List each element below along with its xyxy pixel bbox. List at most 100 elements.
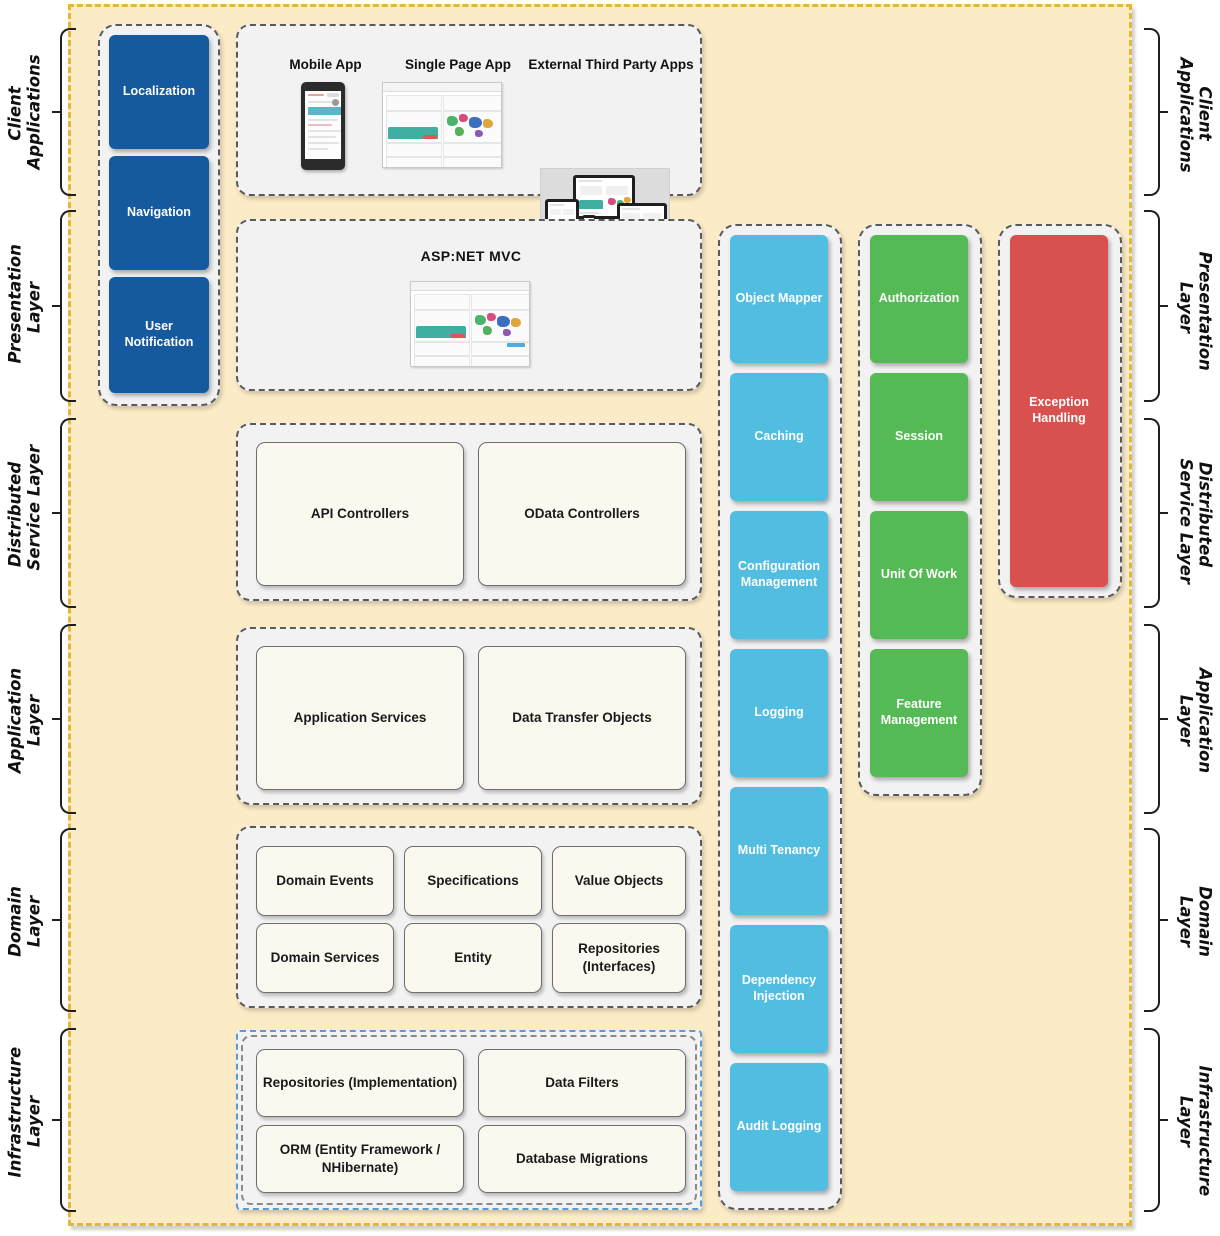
box-data-filters[interactable]: Data Filters — [478, 1049, 686, 1117]
cross-cutting-audit-logging[interactable]: Audit Logging — [730, 1063, 828, 1191]
label-line-2: Layer — [25, 281, 44, 334]
label-line-1: Domain — [1195, 886, 1215, 957]
box-entity[interactable]: Entity — [404, 923, 542, 993]
bracket-right-distributed-service-layer — [1144, 418, 1160, 608]
dashboard-topbar — [383, 83, 501, 92]
label-line-2: Layer — [1176, 895, 1195, 948]
cross-cutting-dependency-injection[interactable]: Dependency Injection — [730, 925, 828, 1053]
box-value-objects[interactable]: Value Objects — [552, 846, 686, 916]
box-label: Repositories (Interfaces) — [578, 941, 660, 974]
cross-cutting-unit-of-work[interactable]: Unit Of Work — [870, 511, 968, 639]
cross-cutting-caching[interactable]: Caching — [730, 373, 828, 501]
box-database-migrations[interactable]: Database Migrations — [478, 1125, 686, 1193]
box-data-transfer-objects[interactable]: Data Transfer Objects — [478, 646, 686, 790]
bracket-left-client-applications — [60, 28, 76, 196]
cross-cutting-object-mapper[interactable]: Object Mapper — [730, 235, 828, 363]
aspnet-mvc-title: ASP:NET MVC — [420, 248, 522, 264]
layer-label-right-client-applications: Client Applications — [1176, 57, 1215, 173]
card-label: Authorization — [878, 291, 960, 306]
box-label: API Controllers — [310, 506, 410, 522]
cross-cutting-cyan-group: Object Mapper Caching Configuration Mana… — [718, 224, 842, 1210]
box-specifications[interactable]: Specifications — [404, 846, 542, 916]
cross-cutting-exception-handling[interactable]: Exception Handling — [1010, 235, 1108, 587]
bracket-right-application-layer — [1144, 624, 1160, 814]
side-column-group: Localization Navigation User Notificatio… — [98, 24, 220, 406]
client-app-label-mobile-app: Mobile App — [289, 57, 362, 72]
card-label: Localization — [122, 84, 196, 99]
label-line-2: Service Layer — [25, 444, 44, 571]
label-line-2: Layer — [1176, 281, 1195, 334]
box-label: Specifications — [427, 873, 519, 889]
card-label: Unit Of Work — [880, 567, 958, 582]
cross-cutting-feature-management[interactable]: Feature Management — [870, 649, 968, 777]
client-applications-group: Mobile App Single Page App External Thir… — [236, 24, 702, 254]
bracket-right-client-applications — [1144, 28, 1160, 196]
label-line-2: Layer — [25, 1095, 44, 1148]
cross-cutting-logging[interactable]: Logging — [730, 649, 828, 777]
label-line-1: Domain — [5, 886, 25, 957]
label-line-2: Layer — [1176, 1095, 1195, 1148]
side-card-localization[interactable]: Localization — [109, 35, 209, 149]
label-line-1: Presentation — [1195, 251, 1215, 371]
label-line-1: Distributed — [1195, 461, 1215, 568]
phone-screen — [305, 91, 341, 159]
cross-cutting-multi-tenancy[interactable]: Multi Tenancy — [730, 787, 828, 915]
label-line-2: Applications — [25, 54, 44, 170]
box-application-services[interactable]: Application Services — [256, 646, 464, 790]
label-line-1: Client — [5, 86, 25, 141]
device-monitor — [573, 175, 635, 219]
bracket-nib — [1160, 111, 1168, 113]
bracket-left-infrastructure-layer — [60, 1028, 76, 1212]
bracket-left-presentation-layer — [60, 210, 76, 402]
client-app-label-single-page-app: Single Page App — [404, 57, 512, 72]
side-card-navigation[interactable]: Navigation — [109, 156, 209, 270]
bracket-right-presentation-layer — [1144, 210, 1160, 402]
box-label: Domain Services — [270, 950, 380, 966]
box-label: Application Services — [293, 710, 427, 726]
card-label: Audit Logging — [736, 1119, 822, 1134]
label-line-1: Client — [1195, 86, 1215, 141]
layer-label-left-application-layer: Application Layer — [6, 664, 45, 776]
label-line-1: Application — [1195, 667, 1215, 774]
cross-cutting-session[interactable]: Session — [870, 373, 968, 501]
box-odata-controllers[interactable]: OData Controllers — [478, 442, 686, 586]
cross-cutting-red-group: Exception Handling — [998, 224, 1122, 598]
bracket-nib — [52, 1119, 60, 1121]
label-line-2: Service Layer — [1176, 458, 1195, 585]
box-orm[interactable]: ORM (Entity Framework / NHibernate) — [256, 1125, 464, 1193]
card-label: Navigation — [127, 205, 191, 220]
box-repositories-interfaces[interactable]: Repositories (Interfaces) — [552, 923, 686, 993]
cross-cutting-authorization[interactable]: Authorization — [870, 235, 968, 363]
label-line-2: Applications — [1176, 57, 1195, 173]
bracket-right-infrastructure-layer — [1144, 1028, 1160, 1212]
side-card-user-notification[interactable]: User Notification — [109, 277, 209, 393]
box-label: Data Filters — [545, 1075, 619, 1091]
infrastructure-layer-group: Repositories (Implementation) Data Filte… — [236, 1030, 702, 1210]
bracket-nib — [1160, 919, 1168, 921]
box-label: Data Transfer Objects — [512, 710, 652, 726]
layer-label-right-domain-layer: Domain Layer — [1176, 865, 1215, 977]
label-line-2: Layer — [1176, 694, 1195, 747]
card-label: Exception Handling — [1029, 395, 1089, 425]
client-app-label-external-third-party-apps: External Third Party Apps — [528, 57, 694, 72]
bracket-left-application-layer — [60, 624, 76, 814]
label-line-2: Layer — [25, 895, 44, 948]
label-line-1: Distributed — [5, 461, 25, 568]
box-api-controllers[interactable]: API Controllers — [256, 442, 464, 586]
domain-layer-group: Domain Events Specifications Value Objec… — [236, 826, 702, 1008]
cross-cutting-configuration-management[interactable]: Configuration Management — [730, 511, 828, 639]
bracket-nib — [52, 512, 60, 514]
layer-label-left-domain-layer: Domain Layer — [6, 865, 45, 977]
box-repositories-implementation[interactable]: Repositories (Implementation) — [256, 1049, 464, 1117]
label-line-1: Presentation — [5, 244, 25, 364]
bracket-nib — [52, 919, 60, 921]
single-page-app-thumbnail — [382, 82, 502, 168]
cross-cutting-green-group: Authorization Session Unit Of Work Featu… — [858, 224, 982, 796]
layer-label-right-distributed-service-layer: Distributed Service Layer — [1176, 458, 1215, 585]
box-domain-events[interactable]: Domain Events — [256, 846, 394, 916]
bracket-left-domain-layer — [60, 828, 76, 1012]
bracket-nib — [1160, 305, 1168, 307]
card-label: Logging — [754, 705, 804, 720]
box-domain-services[interactable]: Domain Services — [256, 923, 394, 993]
